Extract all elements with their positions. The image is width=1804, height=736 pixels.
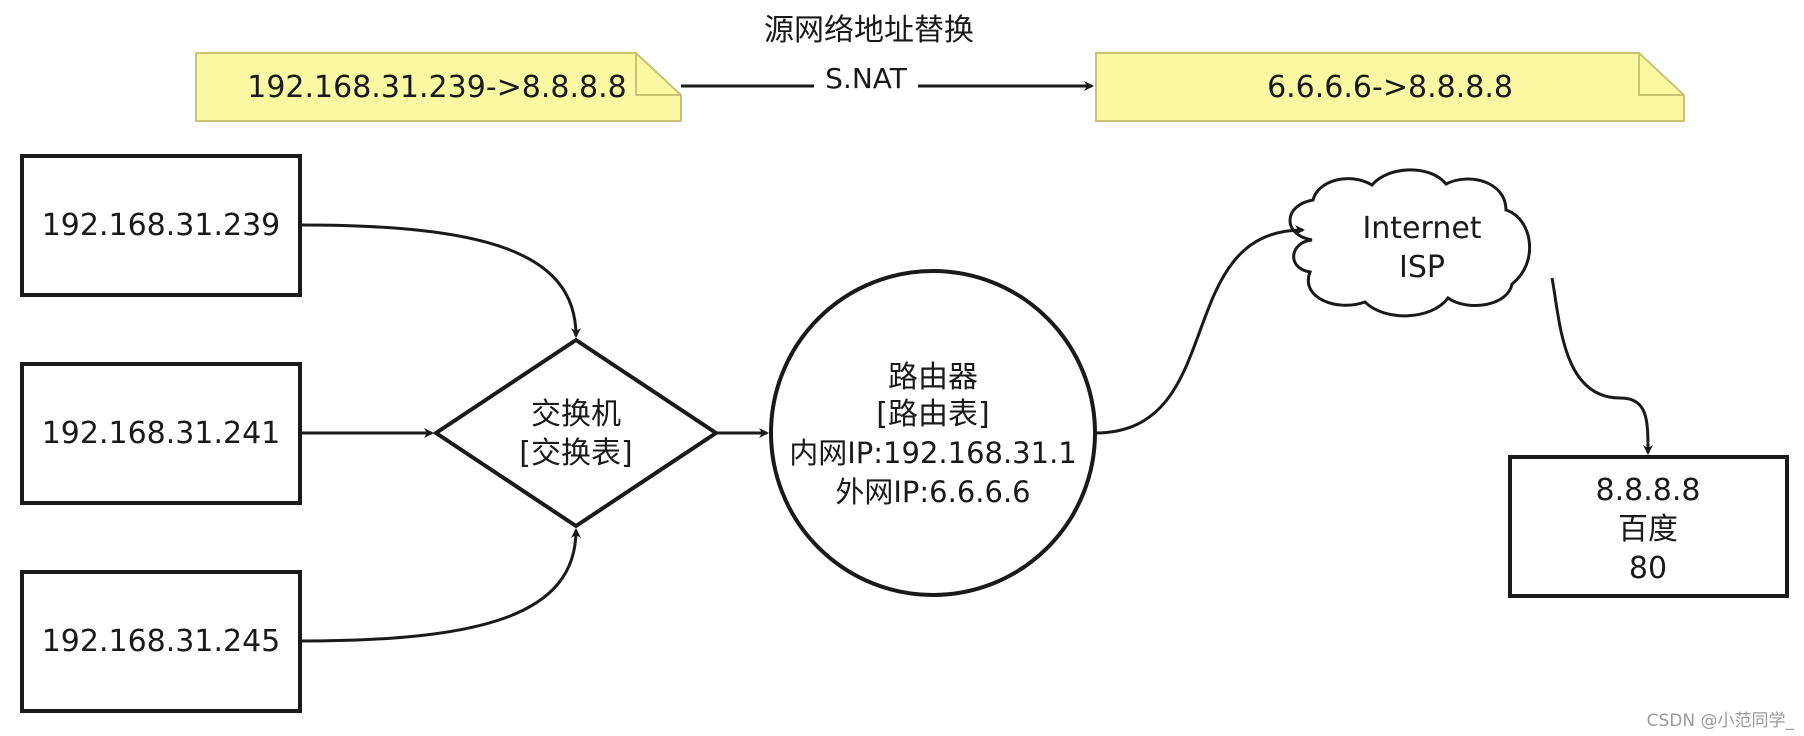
snat-label-bg [814,64,918,94]
note-after-shape [1095,52,1685,122]
router-table-label: [路由表] [876,397,989,432]
host-2: 192.168.31.241 [20,362,302,505]
internet-cloud: Internet ISP [1288,168,1532,318]
cloud-shape [1288,168,1532,318]
host-1-box [20,154,302,297]
note-after-snat: 6.6.6.6->8.8.8.8 [1095,52,1685,122]
destination-box [1508,455,1789,598]
switch: 交换机 [交换表] [432,337,720,529]
connector-router-cloud [1094,225,1305,435]
diagram-title: 源网络地址替换 [764,13,974,48]
host-3-box [20,570,302,713]
switch-label: 交换机 [531,397,621,432]
connector-host1-switch [299,223,581,338]
note-before-snat: 192.168.31.239->8.8.8.8 [195,52,682,122]
host-3: 192.168.31.245 [20,570,302,713]
destination-server: 8.8.8.8 百度 80 [1508,455,1789,598]
router-circle [769,269,1097,597]
host-2-box [20,362,302,505]
router-internal-ip: 内网IP:192.168.31.1 [789,436,1077,470]
destination-port: 80 [1629,551,1667,586]
destination-name: 百度 [1618,512,1678,547]
note-after-text: 6.6.6.6->8.8.8.8 [1267,70,1513,105]
cloud-line-1: Internet [1362,211,1481,246]
router-external-ip: 外网IP:6.6.6.6 [835,475,1030,509]
note-after-fold [1638,53,1684,96]
watermark: CSDN @小范同学_ [1647,711,1795,731]
router-label: 路由器 [888,360,978,395]
host-2-label: 192.168.31.241 [42,416,281,451]
note-before-fold [635,53,681,96]
note-before-text: 192.168.31.239->8.8.8.8 [247,70,626,105]
note-before-shape [195,52,682,122]
host-1-label: 192.168.31.239 [42,208,281,243]
cloud-line-2: ISP [1399,250,1445,285]
router: 路由器 [路由表] 内网IP:192.168.31.1 外网IP:6.6.6.6 [769,269,1097,597]
destination-ip: 8.8.8.8 [1596,473,1701,508]
connector-host3-switch [299,528,581,643]
switch-table-label: [交换表] [519,436,632,471]
host-3-label: 192.168.31.245 [42,624,281,659]
snat-label: S.NAT [825,62,908,95]
switch-diamond [432,337,720,529]
host-1: 192.168.31.239 [20,154,302,297]
connector-cloud-destination [1550,277,1653,455]
